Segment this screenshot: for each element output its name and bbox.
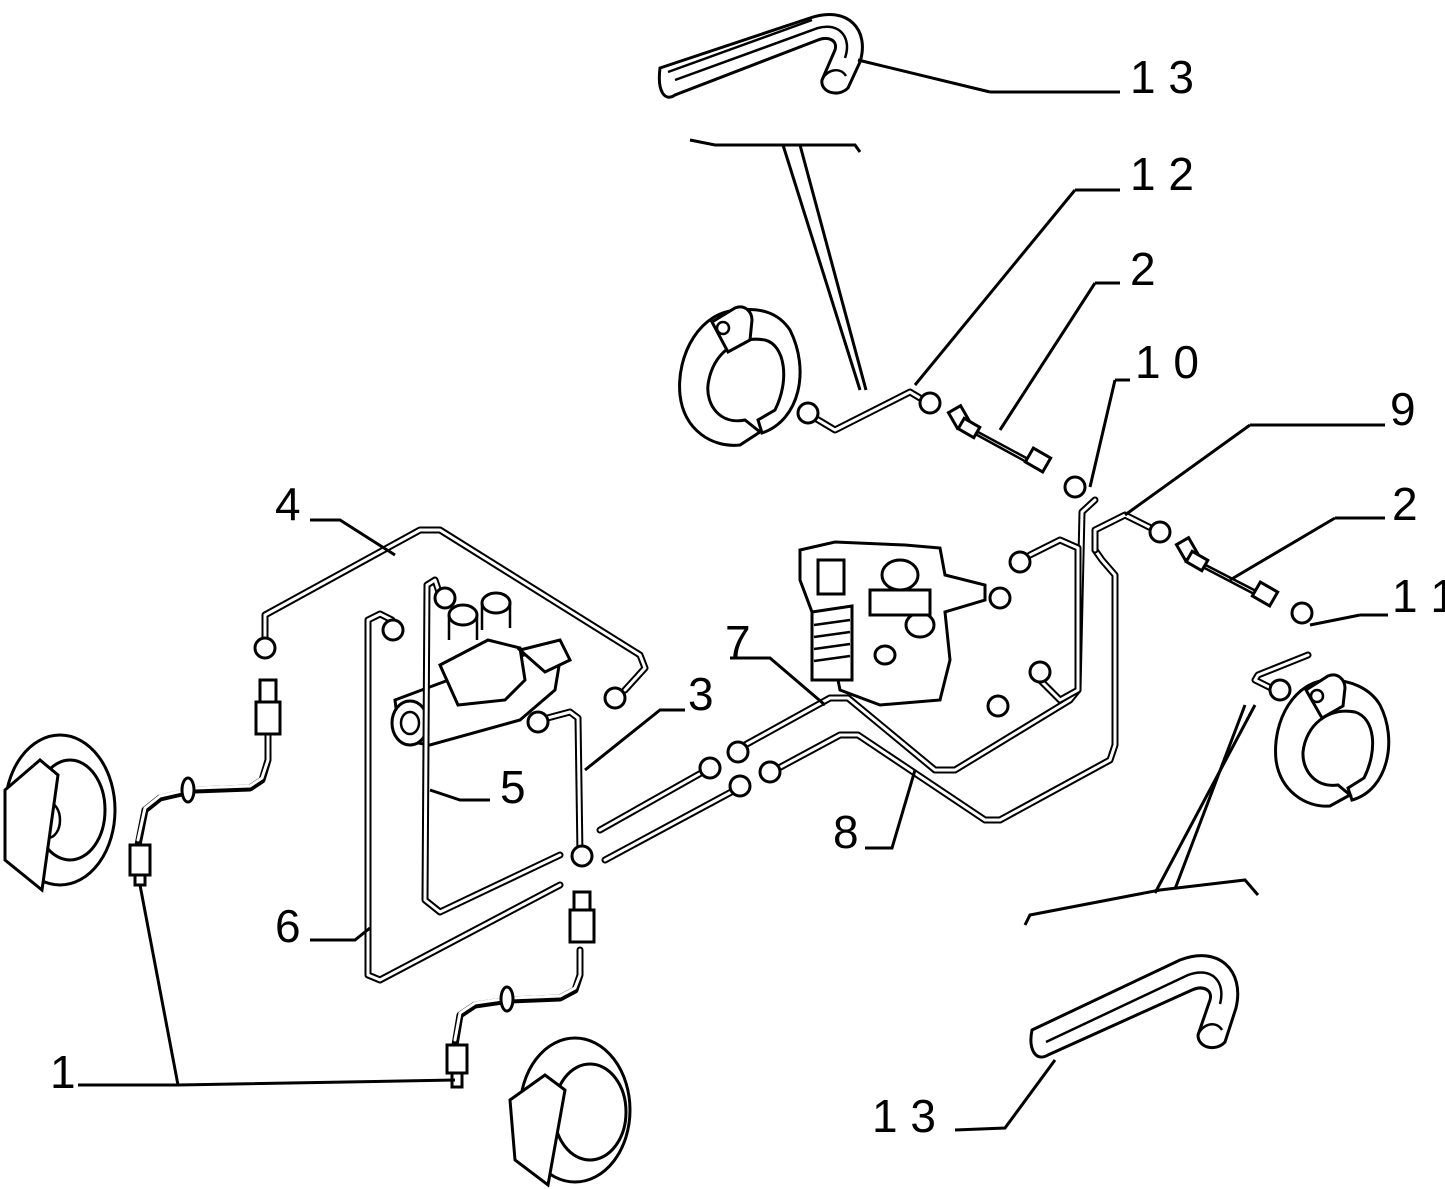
brake-pressure-regulator — [798, 540, 987, 707]
callout-13-bottom: 1 3 — [872, 1090, 936, 1142]
part-2-flex-hose-upper — [946, 403, 1053, 474]
group-bracket-top — [689, 138, 868, 391]
connection-points — [253, 391, 1314, 868]
callout-5: 5 — [500, 761, 526, 813]
pipe-12 — [806, 388, 924, 434]
callout-3: 3 — [688, 668, 714, 720]
leader-lines — [78, 58, 1388, 1132]
pipe-9 — [1091, 511, 1159, 554]
callout-4: 4 — [275, 478, 301, 530]
callout-12: 1 2 — [1130, 148, 1194, 200]
part-2-flex-hose-lower — [1174, 535, 1280, 608]
callout-10: 1 0 — [1135, 336, 1199, 388]
callout-2-upper: 2 — [1130, 243, 1156, 295]
pipe-11 — [1251, 651, 1312, 694]
rear-brake-shoe-left — [678, 305, 802, 447]
group-bracket-bottom — [1023, 704, 1260, 926]
pipe-10 — [1026, 536, 1082, 704]
pipe-4 — [261, 526, 649, 694]
pipe-6 — [364, 610, 564, 984]
part-13-hose-guard-bottom — [1029, 954, 1240, 1059]
callout-7: 7 — [725, 616, 751, 668]
callout-labels: 1 1 3 1 2 2 1 0 9 2 1 1 4 3 7 5 6 8 1 3 — [50, 51, 1445, 1142]
part-1-flex-hose-left — [128, 678, 282, 887]
pipe-3 — [536, 708, 584, 859]
callout-2-lower: 2 — [1392, 478, 1418, 530]
front-brake-disc-right — [508, 1036, 632, 1188]
rear-brake-shoe-right — [1274, 673, 1391, 808]
part-1-flex-hose-right — [445, 890, 596, 1089]
front-brake-disc-left — [3, 733, 117, 893]
pipe-8 — [601, 546, 1119, 864]
callout-9: 9 — [1390, 383, 1416, 435]
pipe-5 — [421, 576, 564, 916]
callout-13-top: 1 3 — [1130, 51, 1194, 103]
part-13-hose-guard-top — [657, 12, 864, 99]
callout-11: 1 1 — [1392, 570, 1445, 622]
callout-6: 6 — [275, 900, 301, 952]
callout-1: 1 — [50, 1046, 76, 1098]
callout-8: 8 — [833, 806, 859, 858]
